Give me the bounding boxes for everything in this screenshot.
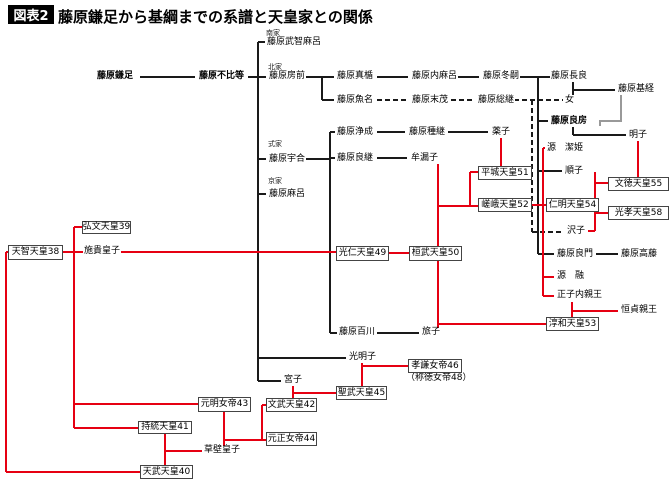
- emperor-box-kanmu: 桓武天皇50: [409, 246, 462, 261]
- person-uona: 藤原魚名: [336, 95, 375, 106]
- person-miyako: 宮子: [283, 375, 304, 386]
- person-onna: 女: [564, 95, 576, 106]
- emperor-box-genmei: 元明女帝43: [198, 397, 251, 412]
- emperor-box-heizei: 平城天皇51: [478, 166, 532, 180]
- person-kiyonari: 藤原浄成: [336, 127, 375, 138]
- person-suetada: 藤原末茂: [411, 95, 450, 106]
- emperor-box-montoku: 文徳天皇55: [608, 177, 669, 191]
- person-fuhito: 藤原不比等: [198, 71, 246, 82]
- emperor-box-jito: 持統天皇41: [138, 421, 192, 434]
- person-uchimaro: 藤原内麻呂: [411, 71, 459, 82]
- person-shiki: 施貴皇子: [83, 246, 122, 257]
- person-masako: 正子内親王: [556, 290, 604, 301]
- person-nagara: 藤原長良: [550, 71, 589, 82]
- gray-adoption-line: [599, 95, 622, 126]
- person-tanetsugu: 藤原種継: [408, 127, 447, 138]
- emperor-box-tenji: 天智天皇38: [8, 245, 63, 260]
- emperor-box-koken: 孝謙女帝46: [408, 359, 462, 373]
- branch-label-nanke: 南家: [266, 29, 280, 37]
- emperor-box-ninmyo: 仁明天皇54: [546, 198, 599, 212]
- person-fuyutsugu: 藤原冬嗣: [482, 71, 521, 82]
- person-yoshitsugu: 藤原良継: [336, 153, 375, 164]
- person-muroko: 牟漏子: [410, 153, 440, 164]
- person-momokawa: 藤原百川: [338, 327, 377, 338]
- person-kusakabe: 草壁皇子: [203, 445, 242, 456]
- emperor-box-tenmu: 天武天皇40: [140, 465, 193, 479]
- emperor-box-koko: 光孝天皇58: [608, 206, 669, 220]
- branch-label-hokke: 北家: [268, 63, 282, 71]
- person-junshi: 順子: [564, 166, 585, 177]
- person-maro: 藤原麻呂: [268, 189, 307, 200]
- person-kamatari: 藤原鎌足: [96, 71, 135, 82]
- person-mototsune: 藤原基経: [617, 84, 656, 95]
- person-umakai: 藤原宇合: [268, 154, 307, 165]
- person-kusuko: 薬子: [491, 127, 512, 138]
- person-akirakeiko: 明子: [628, 130, 649, 141]
- person-toru: 源 融: [556, 271, 586, 282]
- person-tsunesada: 恒貞親王: [620, 305, 659, 316]
- person-matate: 藤原真楯: [336, 71, 375, 82]
- figure-number-badge: 図表2: [8, 5, 54, 24]
- branch-label-kyoke: 京家: [268, 177, 282, 185]
- person-tabiko: 旅子: [421, 327, 442, 338]
- person-komyoshi: 光明子: [348, 352, 378, 363]
- person-sawako: 沢子: [566, 226, 587, 237]
- black-solid-lines: [140, 41, 626, 382]
- emperor-box-kobun: 弘文天皇39: [82, 221, 131, 234]
- person-yoshikado: 藤原良門: [556, 249, 595, 260]
- person-fusatsugu: 藤原総継: [477, 95, 516, 106]
- black-dashed-lines: [377, 99, 564, 233]
- branch-label-shikike: 式家: [268, 140, 282, 148]
- person-takafuji: 藤原高藤: [620, 249, 659, 260]
- page-title: 藤原鎌足から基綱までの系譜と天皇家との関係: [58, 8, 373, 26]
- emperor-box-saga: 嵯峨天皇52: [478, 198, 532, 212]
- emperor-box-gensho: 元正女帝44: [266, 432, 317, 446]
- emperor-box-junna: 淳和天皇53: [546, 317, 599, 331]
- red-imperial-lines: [5, 137, 639, 473]
- person-kiyohime: 源 潔姫: [546, 143, 585, 154]
- person-fusasaki: 藤原房前: [268, 71, 307, 82]
- person-koken-alias: （称徳女帝48）: [405, 373, 473, 384]
- emperor-box-monmu: 文武天皇42: [266, 398, 317, 412]
- emperor-box-konin: 光仁天皇49: [336, 246, 389, 261]
- person-muchimaro: 藤原武智麻呂: [266, 37, 323, 48]
- emperor-box-shomu: 聖武天皇45: [336, 386, 387, 400]
- person-yoshifusa: 藤原良房: [550, 116, 589, 127]
